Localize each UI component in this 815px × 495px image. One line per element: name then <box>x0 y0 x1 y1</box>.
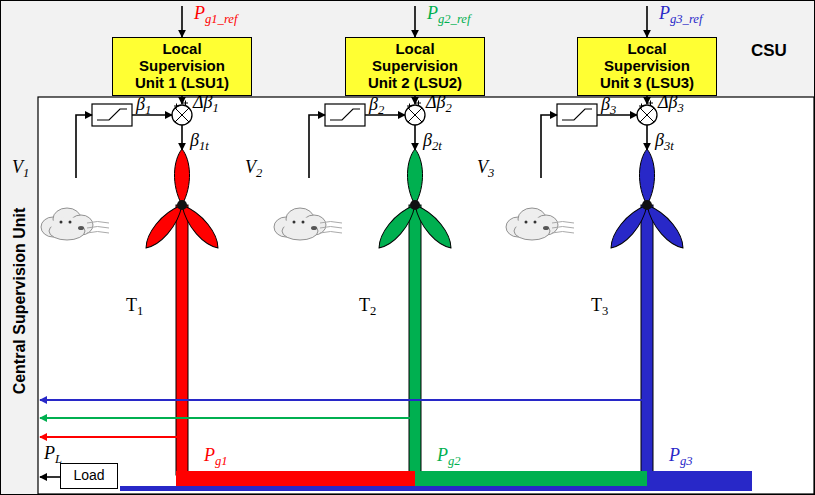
signal-label: PL <box>44 444 62 462</box>
field-region <box>38 97 814 494</box>
wind-turbine <box>373 149 457 475</box>
signal-label: V2 <box>245 158 262 176</box>
signal-wire <box>414 125 416 150</box>
box-label: Local Supervision Unit 3 (LSU3) <box>588 41 706 91</box>
unit-abbreviation: CSU <box>751 41 787 61</box>
signal-wire <box>40 417 415 419</box>
signal-label: β1 <box>136 95 151 113</box>
wind-turbine <box>605 149 689 475</box>
wind-icon <box>274 208 342 240</box>
turbine-label: T2 <box>359 296 376 314</box>
power-bus <box>120 471 752 491</box>
saturation-block <box>92 104 132 126</box>
saturation-block <box>325 104 365 126</box>
signal-label: V3 <box>477 158 494 176</box>
signal-wire <box>40 476 60 478</box>
signal-label: β1t <box>190 131 209 149</box>
load-box: Load <box>60 463 118 489</box>
supervision-box: Local Supervision Unit 3 (LSU3) <box>577 37 717 96</box>
signal-label: Pg1 <box>204 446 228 464</box>
signal-label: β3 <box>601 95 616 113</box>
turbine-label: T1 <box>126 296 143 314</box>
signal-label: β2t <box>423 131 442 149</box>
signal-wire <box>414 6 416 37</box>
signal-wire <box>541 115 557 178</box>
signal-label: Pg3 <box>669 446 693 464</box>
supervision-box: Local Supervision Unit 1 (LSU1) <box>112 37 252 96</box>
box-label: Local Supervision Unit 1 (LSU1) <box>123 41 241 91</box>
signal-wire <box>181 125 183 150</box>
signal-wire <box>76 115 92 178</box>
signal-wire <box>40 436 182 438</box>
summation-symbol <box>405 101 425 126</box>
signal-label: V1 <box>12 158 29 176</box>
box-label: Load <box>61 468 117 484</box>
signal-label: Pg2 <box>437 446 461 464</box>
signal-label: Pg2_ref <box>427 4 470 22</box>
signal-label: Pg1_ref <box>194 4 237 22</box>
summation-symbol <box>172 101 192 126</box>
wind-icon <box>506 208 574 240</box>
signal-wire <box>646 6 648 37</box>
signal-wire <box>132 114 172 116</box>
signal-wire <box>597 114 637 116</box>
signal-label: Δβ3 <box>658 93 684 111</box>
signal-label: β3t <box>655 131 674 149</box>
box-label: Local Supervision Unit 2 (LSU2) <box>356 41 474 91</box>
turbine-label: T3 <box>591 296 608 314</box>
unit-title: Central Supervision Unit <box>11 171 29 431</box>
signal-wire <box>40 399 647 401</box>
signal-wire <box>365 114 405 116</box>
wind-icon <box>41 208 109 240</box>
supervision-box: Local Supervision Unit 2 (LSU2) <box>345 37 485 96</box>
summation-symbol <box>637 101 657 126</box>
saturation-block <box>557 104 597 126</box>
signal-wire <box>181 6 183 37</box>
signal-wire <box>646 125 648 150</box>
signal-label: Δβ2 <box>426 93 452 111</box>
wind-turbine <box>140 149 224 475</box>
signal-label: β2 <box>369 95 384 113</box>
signal-label: Pg3_ref <box>659 4 702 22</box>
signal-label: Δβ1 <box>193 93 219 111</box>
signal-wire <box>309 115 325 178</box>
